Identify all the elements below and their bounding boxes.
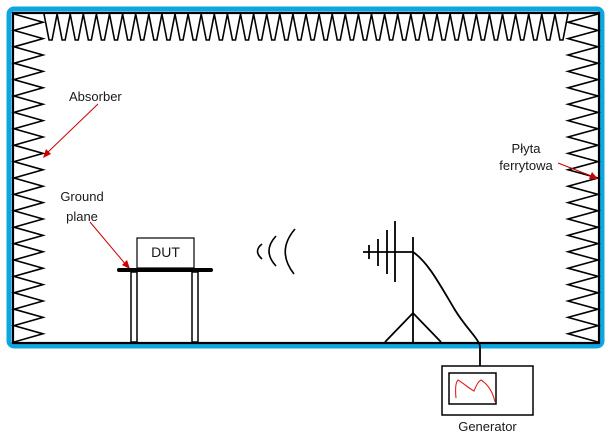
ground-plane-label-line2: plane (66, 209, 98, 224)
emission-wave-1 (256, 243, 263, 260)
ferrite-label: Płyta ferrytowa (486, 140, 566, 174)
ground-plane-leader (89, 221, 130, 269)
generator-screen (448, 372, 497, 405)
emission-wave-3 (284, 228, 296, 275)
ferrite-label-line1: Płyta (511, 141, 541, 156)
chamber-outer-frame (6, 6, 605, 349)
chamber-wall (11, 11, 601, 345)
generator (441, 365, 534, 416)
ferrite-leader (557, 162, 598, 179)
ground-plane-table (117, 268, 213, 343)
ferrite-label-line2: ferrytowa (499, 158, 553, 173)
absorber-wedges-right (564, 13, 602, 343)
dut-label: DUT (151, 244, 180, 260)
emission-waves (256, 228, 296, 275)
generator-signal-trace (455, 379, 496, 403)
absorber-top-row (43, 13, 569, 41)
absorber-left-column (11, 13, 46, 343)
ground-plane-label: Ground plane (54, 188, 110, 225)
emission-wave-2 (268, 235, 277, 267)
table-leg-left (130, 271, 138, 343)
tripod-legs (384, 311, 442, 343)
antenna-assembly (363, 221, 481, 366)
dut-box (136, 237, 195, 269)
absorber-label: Absorber (69, 89, 122, 104)
generator-label: Generator (458, 419, 517, 434)
absorber-leader (43, 103, 99, 158)
absorber-right-column (564, 13, 602, 343)
absorber-wedges-top (43, 13, 569, 41)
ground-plane-label-line1: Ground (60, 189, 104, 204)
antenna-cable (412, 251, 481, 366)
absorber-wedges-left (11, 13, 46, 343)
table-leg-right (191, 271, 199, 343)
